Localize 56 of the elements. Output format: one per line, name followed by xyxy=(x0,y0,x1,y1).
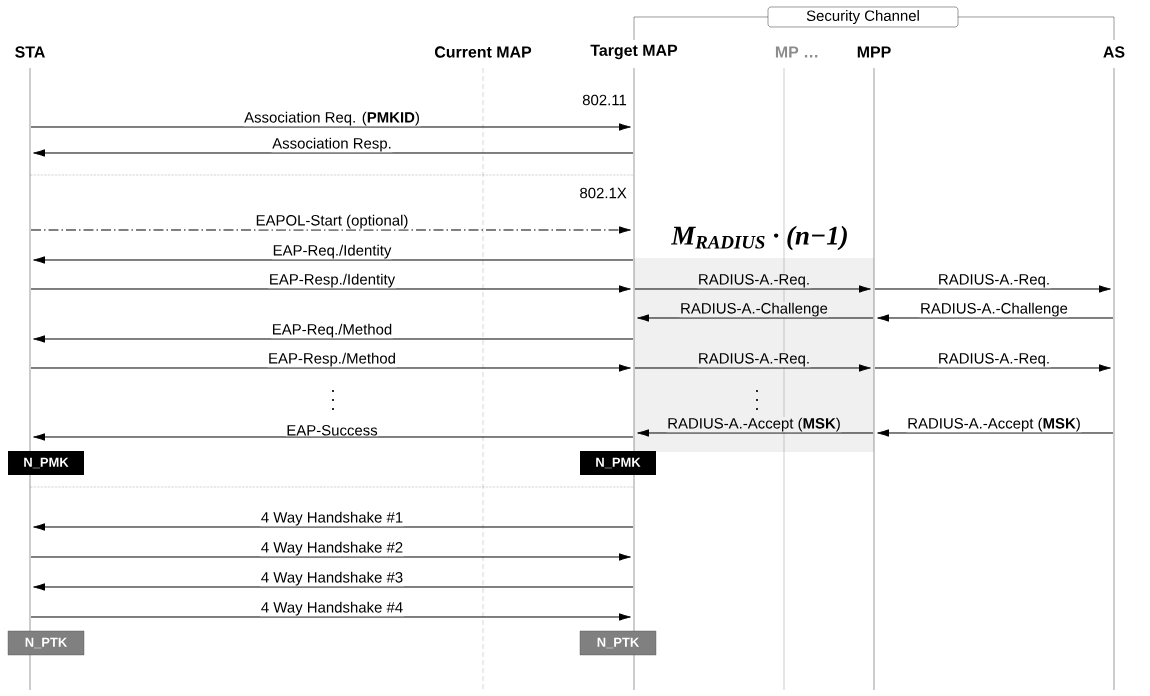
arrow xyxy=(33,433,634,441)
edge-label: 4 Way Handshake #1 xyxy=(260,511,404,527)
formula-label: M$_{RADIUS}$ · (n−1) xyxy=(671,225,847,251)
edge-label: EAP-Resp./Identity xyxy=(268,273,396,289)
lifeline xyxy=(29,67,31,691)
key-box: N_PMK xyxy=(580,451,656,475)
edge-label: EAPOL-Start (optional) xyxy=(255,214,409,230)
edge-label: EAP-Resp./Method xyxy=(267,352,397,368)
lifeline-header: STA xyxy=(15,46,45,58)
arrow xyxy=(33,523,634,531)
edge-label: RADIUS-A.-Req. xyxy=(937,273,1051,289)
edge-label: RADIUS-A.-Req. xyxy=(937,352,1051,368)
arrow xyxy=(30,553,631,561)
arrow xyxy=(877,429,1114,437)
arrow xyxy=(637,429,874,437)
arrow xyxy=(30,123,631,131)
edge-label: EAP-Req./Method xyxy=(271,323,393,339)
arrow xyxy=(874,364,1111,372)
edge-label: 4 Way Handshake #2 xyxy=(260,541,404,557)
lifeline xyxy=(633,67,635,691)
edge-label: 4 Way Handshake #4 xyxy=(260,601,404,617)
lifeline-header: MP … xyxy=(775,46,818,58)
key-box: N_PMK xyxy=(8,451,84,475)
edge-label: RADIUS-A.-Accept (MSK) xyxy=(906,417,1082,433)
arrow xyxy=(33,335,634,343)
edge-label: EAP-Success xyxy=(285,424,379,437)
edge-label: 4 Way Handshake #3 xyxy=(260,571,404,587)
channel-label-box: Security Channel xyxy=(767,6,959,28)
arrow xyxy=(634,285,871,293)
edge-label: RADIUS-A.-Accept (MSK) xyxy=(666,417,842,433)
arrow xyxy=(33,583,634,591)
edge-label: EAP-Req./Identity xyxy=(272,244,392,260)
arrow xyxy=(637,314,874,322)
arrow xyxy=(874,285,1111,293)
arrow xyxy=(30,226,631,234)
lifeline xyxy=(873,67,875,691)
edge-label: Association Req. (PMKID) xyxy=(243,111,421,127)
lifeline-header: Current MAP xyxy=(434,46,532,58)
lifeline-header: Target MAP xyxy=(590,44,678,60)
edge-label: Association Resp. xyxy=(271,137,393,153)
edge-label: RADIUS-A.-Challenge xyxy=(919,302,1069,318)
lifeline-header: AS xyxy=(1103,46,1125,58)
lifeline xyxy=(1113,67,1115,691)
arrow xyxy=(30,613,631,621)
edge-label: RADIUS-A.-Challenge xyxy=(679,302,829,318)
arrow xyxy=(30,364,631,372)
key-box: N_PTK xyxy=(7,630,85,656)
key-box: N_PTK xyxy=(579,630,657,656)
arrow xyxy=(30,285,631,293)
arrow xyxy=(877,314,1114,322)
arrow xyxy=(33,149,634,157)
arrow xyxy=(33,256,634,264)
edge-label: RADIUS-A.-Req. xyxy=(697,273,811,289)
lifeline-header: MPP xyxy=(857,46,891,58)
arrow xyxy=(634,364,871,372)
edge-label: RADIUS-A.-Req. xyxy=(697,352,811,368)
